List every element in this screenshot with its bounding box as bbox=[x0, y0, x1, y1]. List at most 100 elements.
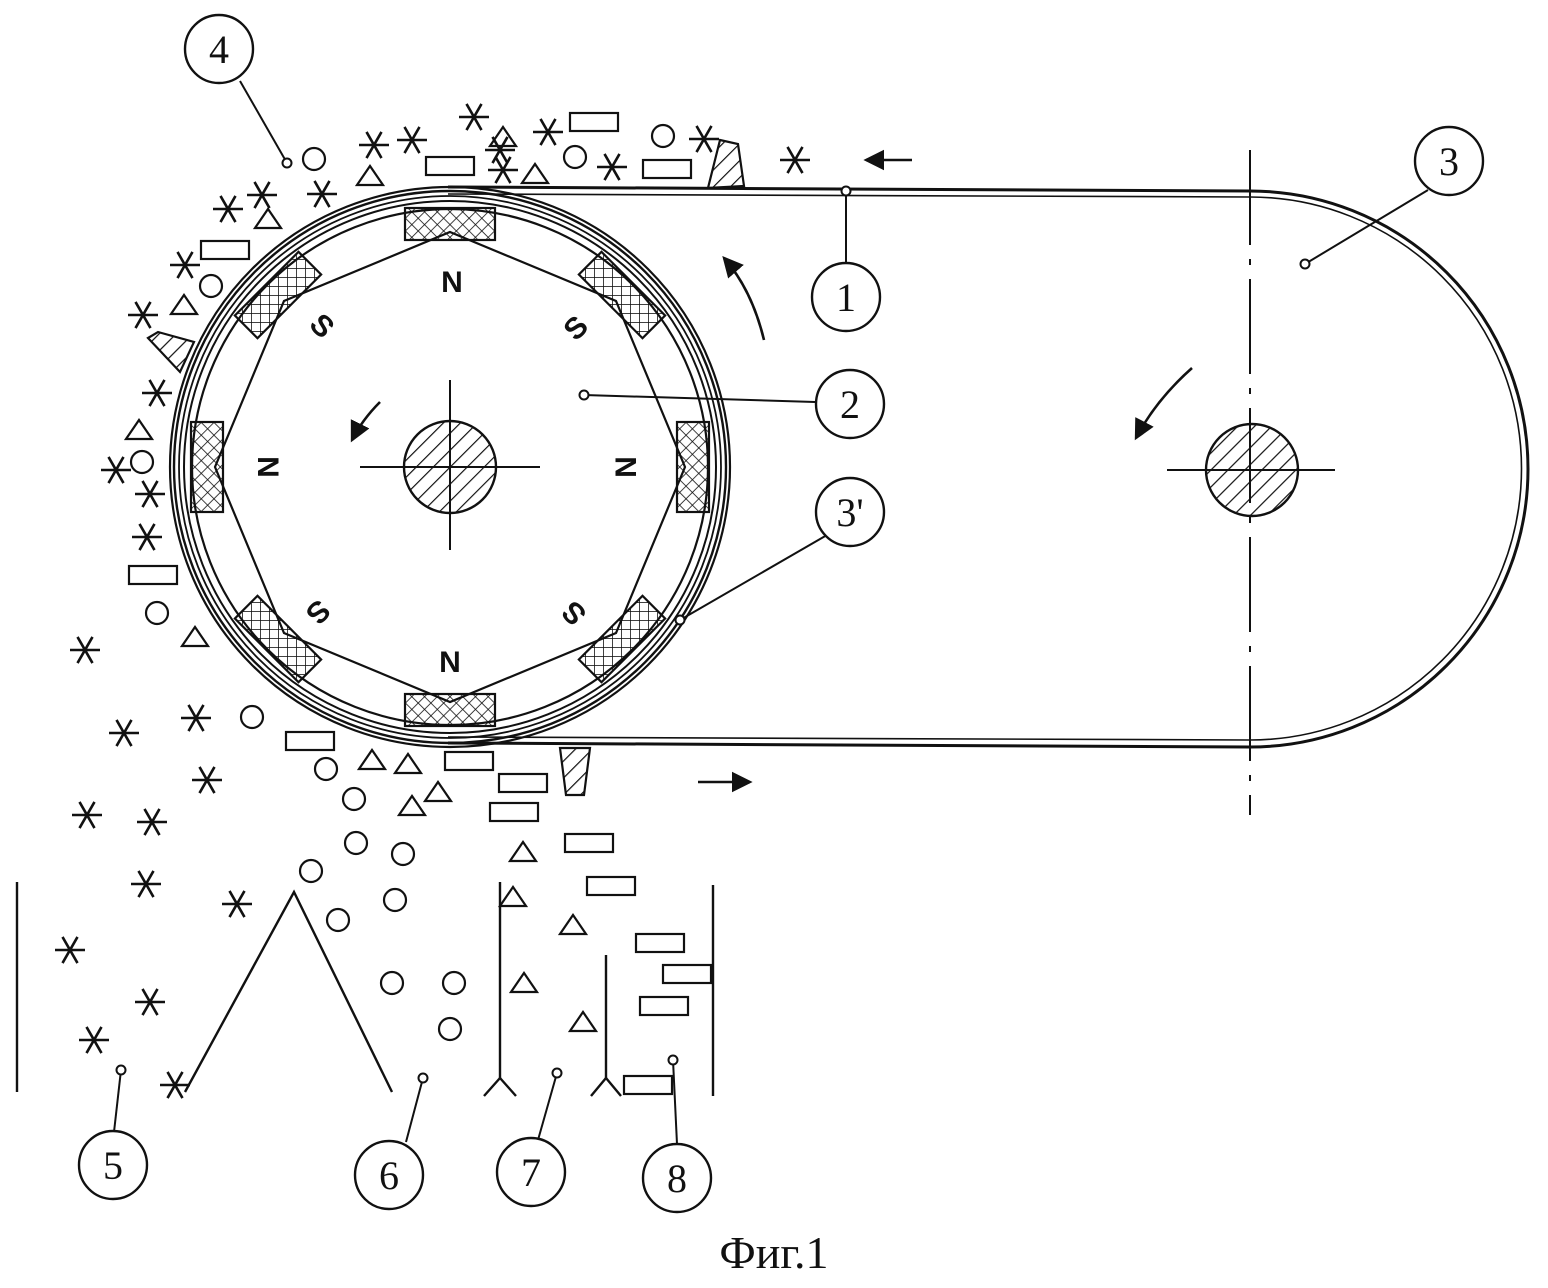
particle-star bbox=[142, 379, 172, 407]
particle-triangle bbox=[354, 164, 386, 187]
particle-star bbox=[213, 195, 243, 223]
particle-circle bbox=[441, 970, 467, 996]
particle-star bbox=[72, 801, 102, 829]
pole-label-top-right: S bbox=[558, 310, 595, 347]
particle-circle bbox=[298, 858, 324, 884]
drum-shaft bbox=[360, 380, 540, 550]
leader-lines bbox=[113, 80, 1429, 1145]
particle-star bbox=[359, 131, 389, 159]
particle-star bbox=[597, 153, 627, 181]
particle-star bbox=[109, 719, 139, 747]
callout-label-3: 3 bbox=[1439, 139, 1459, 184]
callout-1: 1 bbox=[810, 261, 882, 333]
particle-star bbox=[135, 988, 165, 1016]
particle-circle bbox=[144, 600, 170, 626]
callout-2: 2 bbox=[814, 368, 886, 440]
particle-rect bbox=[199, 239, 251, 261]
particle-star bbox=[55, 936, 85, 964]
particle-star bbox=[160, 1071, 190, 1099]
particle-triangle bbox=[392, 752, 424, 775]
particle-rect bbox=[488, 801, 540, 823]
particle-rect bbox=[638, 995, 690, 1017]
pole-label-bottom-right: S bbox=[556, 594, 593, 631]
callouts: 1 2 3 3' 4 5 6 7 bbox=[77, 13, 1485, 1214]
particle-rect bbox=[622, 1074, 674, 1096]
magnet-block bbox=[577, 250, 667, 340]
pole-label-top-left: S bbox=[303, 308, 340, 345]
callout-7: 7 bbox=[495, 1136, 567, 1208]
callout-3-prime: 3' bbox=[814, 476, 886, 548]
pole-label-left: N bbox=[251, 456, 284, 478]
particle-star bbox=[132, 523, 162, 551]
magnet-block bbox=[189, 420, 225, 514]
particle-triangle bbox=[497, 885, 529, 908]
callout-label-6: 6 bbox=[379, 1153, 399, 1198]
magnet-blocks bbox=[189, 206, 711, 728]
scrapers bbox=[146, 138, 746, 797]
particle-triangle bbox=[168, 293, 200, 316]
particle-star bbox=[70, 636, 100, 664]
particle-rect bbox=[568, 111, 620, 133]
callout-label-8: 8 bbox=[667, 1156, 687, 1201]
particle-star bbox=[128, 301, 158, 329]
particle-triangle bbox=[396, 794, 428, 817]
shell-rotation-arrow bbox=[722, 256, 766, 341]
particle-circle bbox=[239, 704, 265, 730]
particle-star bbox=[247, 181, 277, 209]
particle-star bbox=[307, 180, 337, 208]
divider-5-6 bbox=[183, 889, 394, 1093]
magnet-block bbox=[403, 206, 497, 242]
particle-circle bbox=[390, 841, 416, 867]
callout-8: 8 bbox=[641, 1142, 713, 1214]
particle-star bbox=[131, 870, 161, 898]
particle-star bbox=[488, 156, 518, 184]
particle-triangle bbox=[567, 1010, 599, 1033]
callout-label-4: 4 bbox=[209, 27, 229, 72]
callout-label-3-prime: 3' bbox=[836, 490, 863, 535]
callout-label-2: 2 bbox=[840, 382, 860, 427]
particle-triangle bbox=[356, 748, 388, 771]
particle-rect bbox=[127, 564, 179, 586]
figure-caption: Фиг.1 bbox=[719, 1227, 829, 1278]
pole-label-bottom-left: S bbox=[299, 593, 336, 630]
callout-label-7: 7 bbox=[521, 1150, 541, 1195]
particle-triangle bbox=[123, 418, 155, 441]
particle-circle bbox=[129, 449, 155, 475]
particle-stream bbox=[55, 103, 810, 1099]
magnet-block bbox=[675, 420, 711, 514]
particle-rect bbox=[641, 158, 693, 180]
particle-triangle bbox=[179, 625, 211, 648]
direction-arrows bbox=[350, 149, 1193, 793]
particle-circle bbox=[343, 830, 369, 856]
callout-label-5: 5 bbox=[103, 1143, 123, 1188]
particle-rect bbox=[563, 832, 615, 854]
particle-triangle bbox=[422, 780, 454, 803]
callout-5: 5 bbox=[77, 1129, 149, 1201]
particle-circle bbox=[382, 887, 408, 913]
magnet-rotation-arrow bbox=[350, 401, 381, 443]
collection-bins bbox=[15, 882, 715, 1097]
pole-label-right: N bbox=[610, 456, 643, 478]
particle-triangle bbox=[252, 207, 284, 230]
particle-circle bbox=[379, 970, 405, 996]
particle-star bbox=[137, 808, 167, 836]
pole-label-top: N bbox=[441, 266, 463, 299]
scraper-top bbox=[706, 138, 746, 190]
particle-star bbox=[192, 766, 222, 794]
magnet-block bbox=[233, 250, 323, 340]
particle-rect bbox=[424, 155, 476, 177]
particle-rect bbox=[284, 730, 336, 752]
particle-star bbox=[780, 146, 810, 174]
particle-rect bbox=[634, 932, 686, 954]
particle-star bbox=[101, 456, 131, 484]
callout-label-1: 1 bbox=[836, 275, 856, 320]
scraper-bottom bbox=[558, 746, 592, 797]
particle-rect bbox=[497, 772, 549, 794]
callout-3: 3 bbox=[1413, 125, 1485, 197]
particle-star bbox=[222, 890, 252, 918]
particle-triangle bbox=[508, 971, 540, 994]
callout-4: 4 bbox=[183, 13, 255, 85]
particle-rect bbox=[661, 963, 713, 985]
particle-star bbox=[181, 704, 211, 732]
